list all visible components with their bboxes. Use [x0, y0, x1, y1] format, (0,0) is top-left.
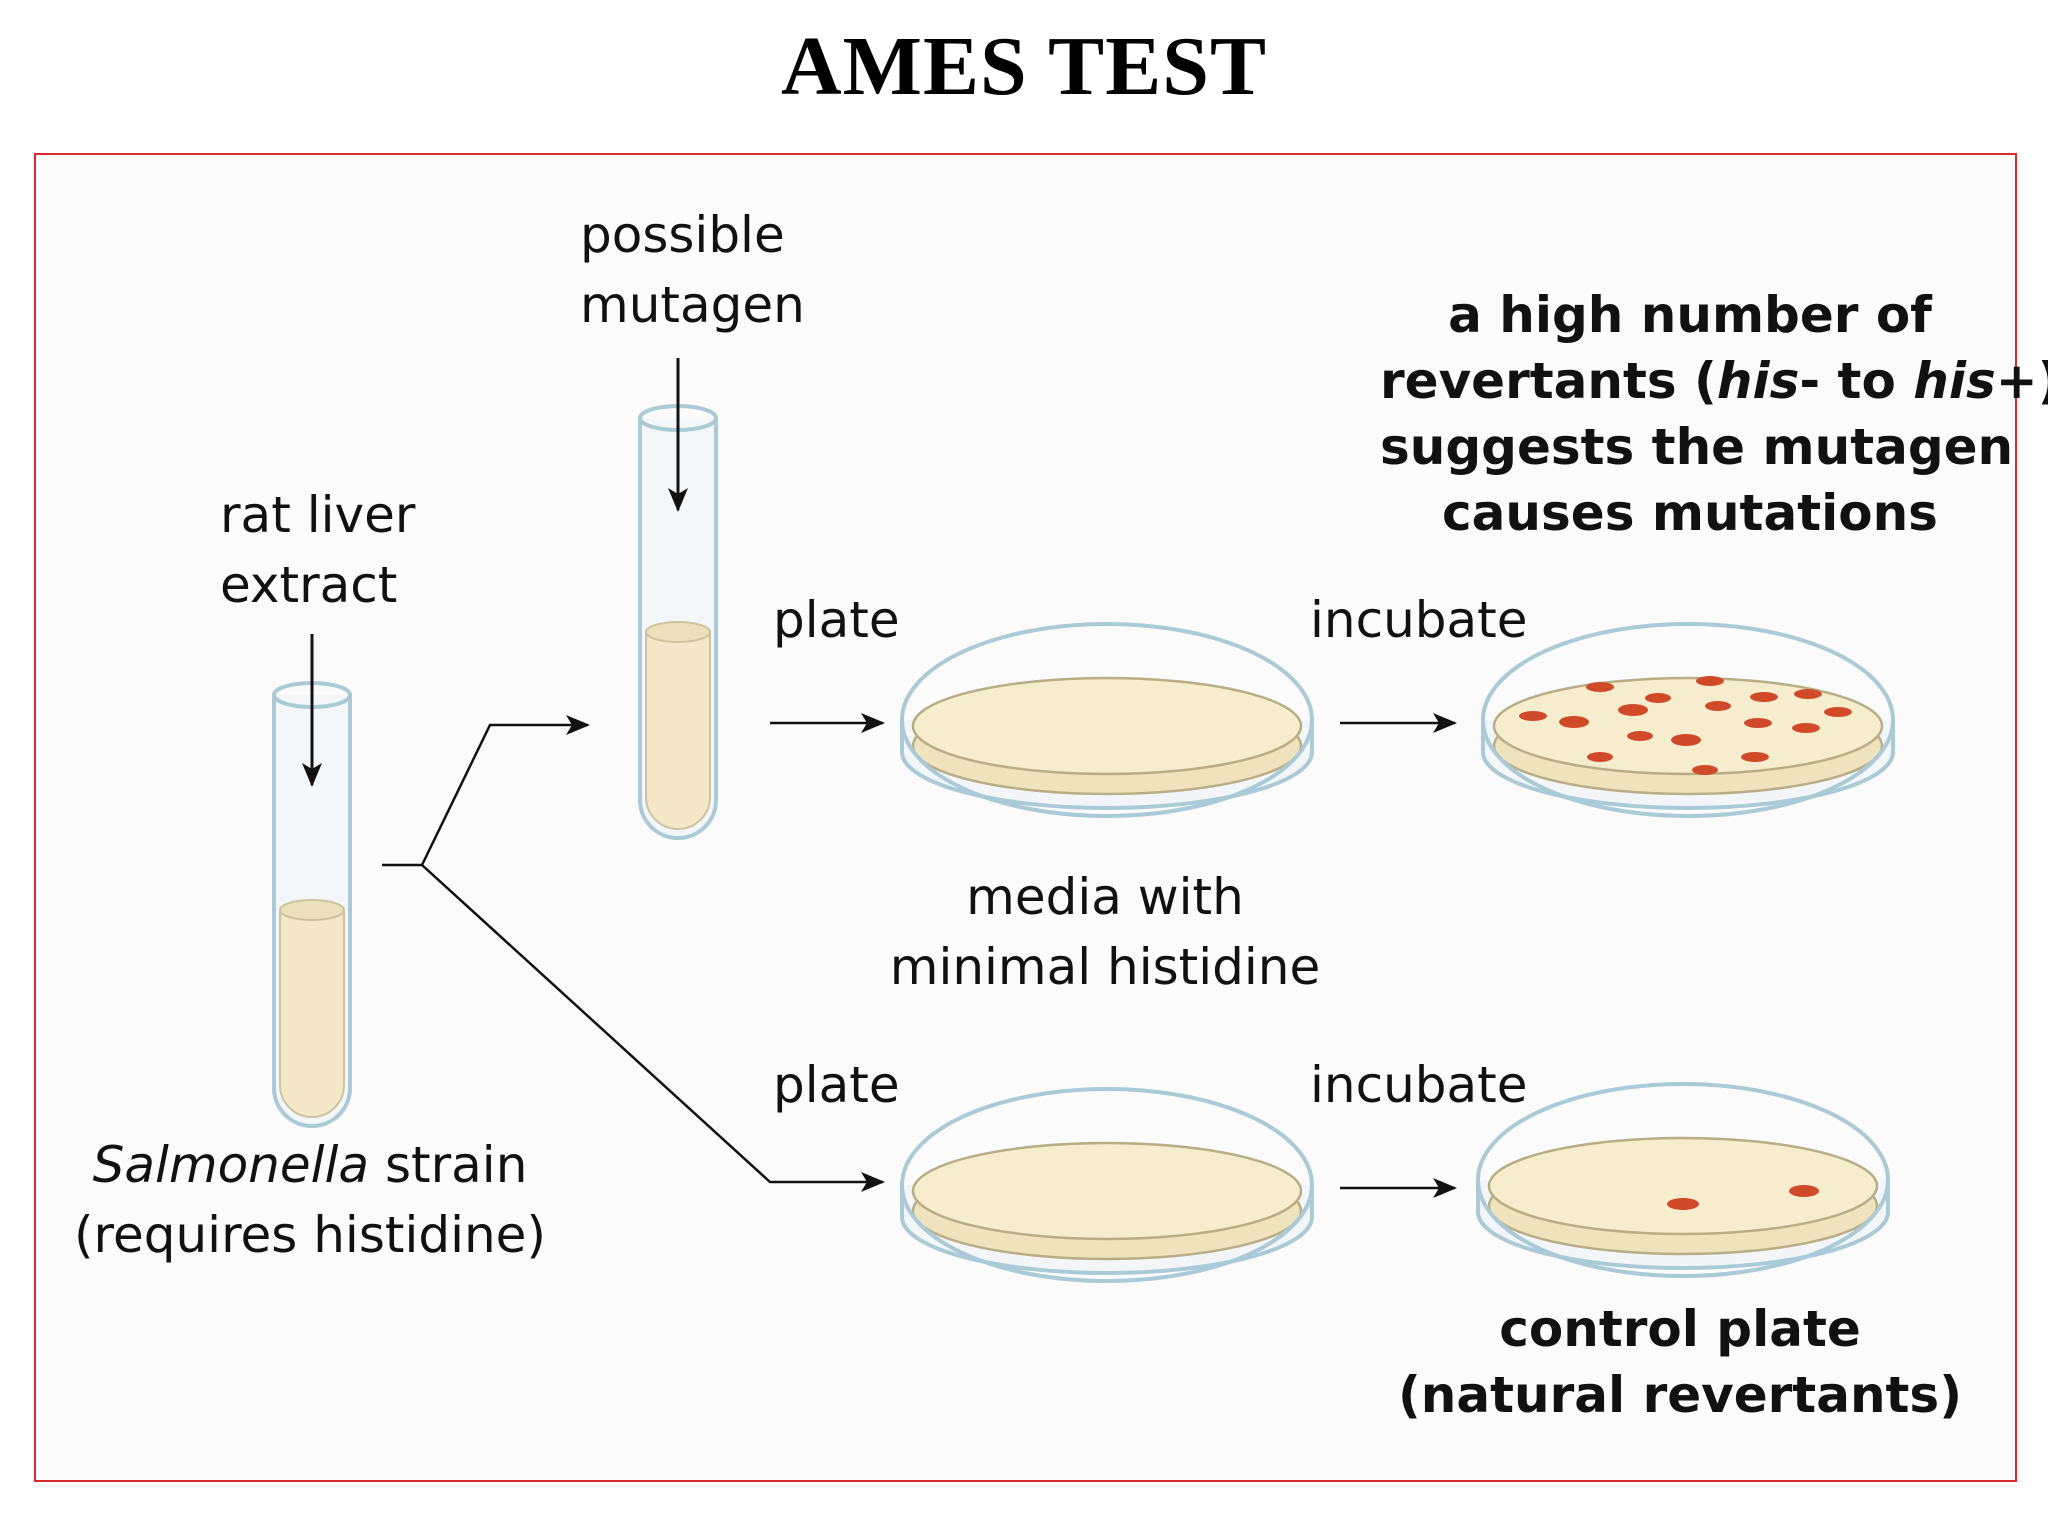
media-label: media with minimal histidine — [860, 862, 1350, 1002]
possible-mutagen-label: possible mutagen — [580, 200, 805, 340]
salmonella-italic: Salmonella — [92, 1136, 370, 1194]
salmonella-line-2: (requires histidine) — [74, 1206, 546, 1264]
high-number-line-2: revertants (his- to his+) — [1380, 348, 2048, 414]
his-minus-italic: his — [1716, 352, 1800, 410]
petri-dish-revertants — [1481, 622, 1895, 818]
his-plus-italic: his — [1913, 352, 1996, 410]
plus-close-text: +) — [1995, 352, 2048, 410]
petri-dish-control-media — [900, 1087, 1314, 1283]
media-line-1: media with — [966, 868, 1244, 926]
branch-lines — [382, 715, 885, 1192]
colonies-many — [1519, 676, 1852, 775]
plate-label-bottom: plate — [773, 1056, 900, 1114]
mutagen-line-2: mutagen — [580, 276, 805, 334]
control-line-2: (natural revertants) — [1397, 1366, 1963, 1424]
rat-liver-line-2: extract — [220, 556, 398, 614]
high-number-line-4: causes mutations — [1442, 484, 1938, 542]
salmonella-strain-word: strain — [369, 1136, 528, 1194]
high-number-line-3: suggests the mutagen — [1380, 418, 2014, 476]
rat-liver-line-1: rat liver — [220, 486, 416, 544]
page-title: AMES TEST — [781, 20, 1267, 113]
petri-dish-control — [1476, 1082, 1890, 1278]
rat-liver-label: rat liver extract — [220, 480, 415, 620]
petri-dish-mutagen — [900, 622, 1314, 818]
high-number-line-1: a high number of — [1448, 286, 1932, 344]
control-plate-label: control plate (natural revertants) — [1380, 1296, 1980, 1428]
colonies-few — [1667, 1185, 1819, 1210]
salmonella-label: Salmonella strain (requires histidine) — [60, 1130, 560, 1270]
minus-to-text: - to — [1799, 352, 1914, 410]
mutagen-line-1: possible — [580, 206, 785, 264]
incubate-label-top: incubate — [1310, 591, 1528, 649]
incubate-label-bottom: incubate — [1310, 1056, 1528, 1114]
mutagen-test-tube — [638, 404, 718, 840]
plate-label-top: plate — [773, 591, 900, 649]
media-line-2: minimal histidine — [889, 938, 1321, 996]
high-number-label: a high number of revertants (his- to his… — [1380, 282, 2048, 546]
revertants-text: revertants ( — [1380, 352, 1717, 410]
control-line-1: control plate — [1499, 1300, 1861, 1358]
